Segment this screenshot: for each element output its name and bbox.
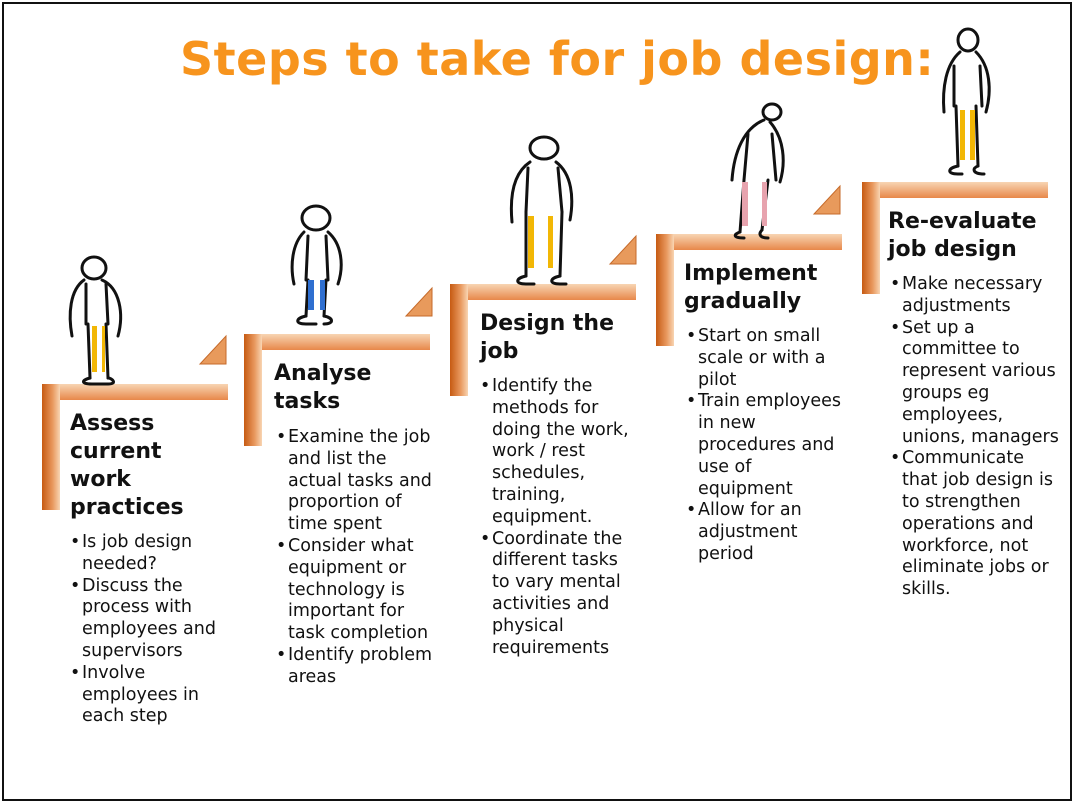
stick-figure-icon	[724, 100, 794, 240]
step-1: Assess current work practices	[42, 334, 242, 534]
stick-figure-icon	[504, 134, 580, 286]
bullet-item: Identify problem areas	[276, 645, 436, 689]
bullet-item: Consider what equipment or technology is…	[276, 536, 436, 645]
step-heading: Assess current work practices	[70, 411, 184, 520]
step-3-bullets: Identify the methods for doing the work,…	[480, 376, 640, 659]
bullet-item: Identify the methods for doing the work,…	[480, 376, 640, 529]
step-heading: Implement gradually	[684, 261, 818, 314]
step-heading: Design the job	[480, 311, 614, 364]
slide-title: Steps to take for job design:	[180, 32, 935, 86]
bullet-item: Set up a committee to represent various …	[890, 318, 1065, 449]
bullet-item: Communicate that job design is to streng…	[890, 448, 1065, 601]
bullet-item: Start on small scale or with a pilot	[686, 326, 846, 391]
step-5-bullets: Make necessary adjustments Set up a comm…	[890, 274, 1065, 601]
step-2-bullets: Examine the job and list the actual task…	[276, 427, 436, 689]
step-heading: Analyse tasks	[274, 361, 372, 414]
stair-arrow-icon	[198, 334, 227, 365]
bullet-item: Examine the job and list the actual task…	[276, 427, 436, 536]
bullet-item: Train employees in new procedures and us…	[686, 391, 846, 500]
stair-step-icon	[42, 384, 228, 510]
bullet-item: Make necessary adjustments	[890, 274, 1065, 318]
step-3: Design the job	[450, 234, 650, 434]
bullet-item: Involve employees in each step	[70, 663, 220, 728]
step-5: Re-evaluate job design	[862, 132, 1062, 332]
step-heading: Re-evaluate job design	[888, 209, 1037, 262]
stick-figure-icon	[62, 254, 142, 388]
step-4: Implement gradually	[656, 184, 856, 384]
step-4-bullets: Start on small scale or with a pilot Tra…	[686, 326, 846, 566]
stair-arrow-icon	[404, 286, 433, 317]
step-1-bullets: Is job design needed? Discuss the proces…	[70, 532, 220, 728]
bullet-item: Is job design needed?	[70, 532, 220, 576]
bullet-item: Allow for an adjustment period	[686, 500, 846, 565]
stair-step-icon	[656, 234, 842, 346]
stick-figure-icon	[284, 200, 354, 334]
stair-arrow-icon	[608, 234, 637, 265]
stick-figure-icon	[932, 26, 1002, 178]
stair-step-icon	[862, 182, 1048, 294]
bullet-item: Coordinate the different tasks to vary m…	[480, 529, 640, 660]
bullet-item: Discuss the process with employees and s…	[70, 576, 220, 663]
step-2: Analyse tasks	[244, 284, 444, 484]
stair-step-icon	[244, 334, 430, 446]
stair-step-icon	[450, 284, 636, 396]
stair-arrow-icon	[812, 184, 841, 215]
